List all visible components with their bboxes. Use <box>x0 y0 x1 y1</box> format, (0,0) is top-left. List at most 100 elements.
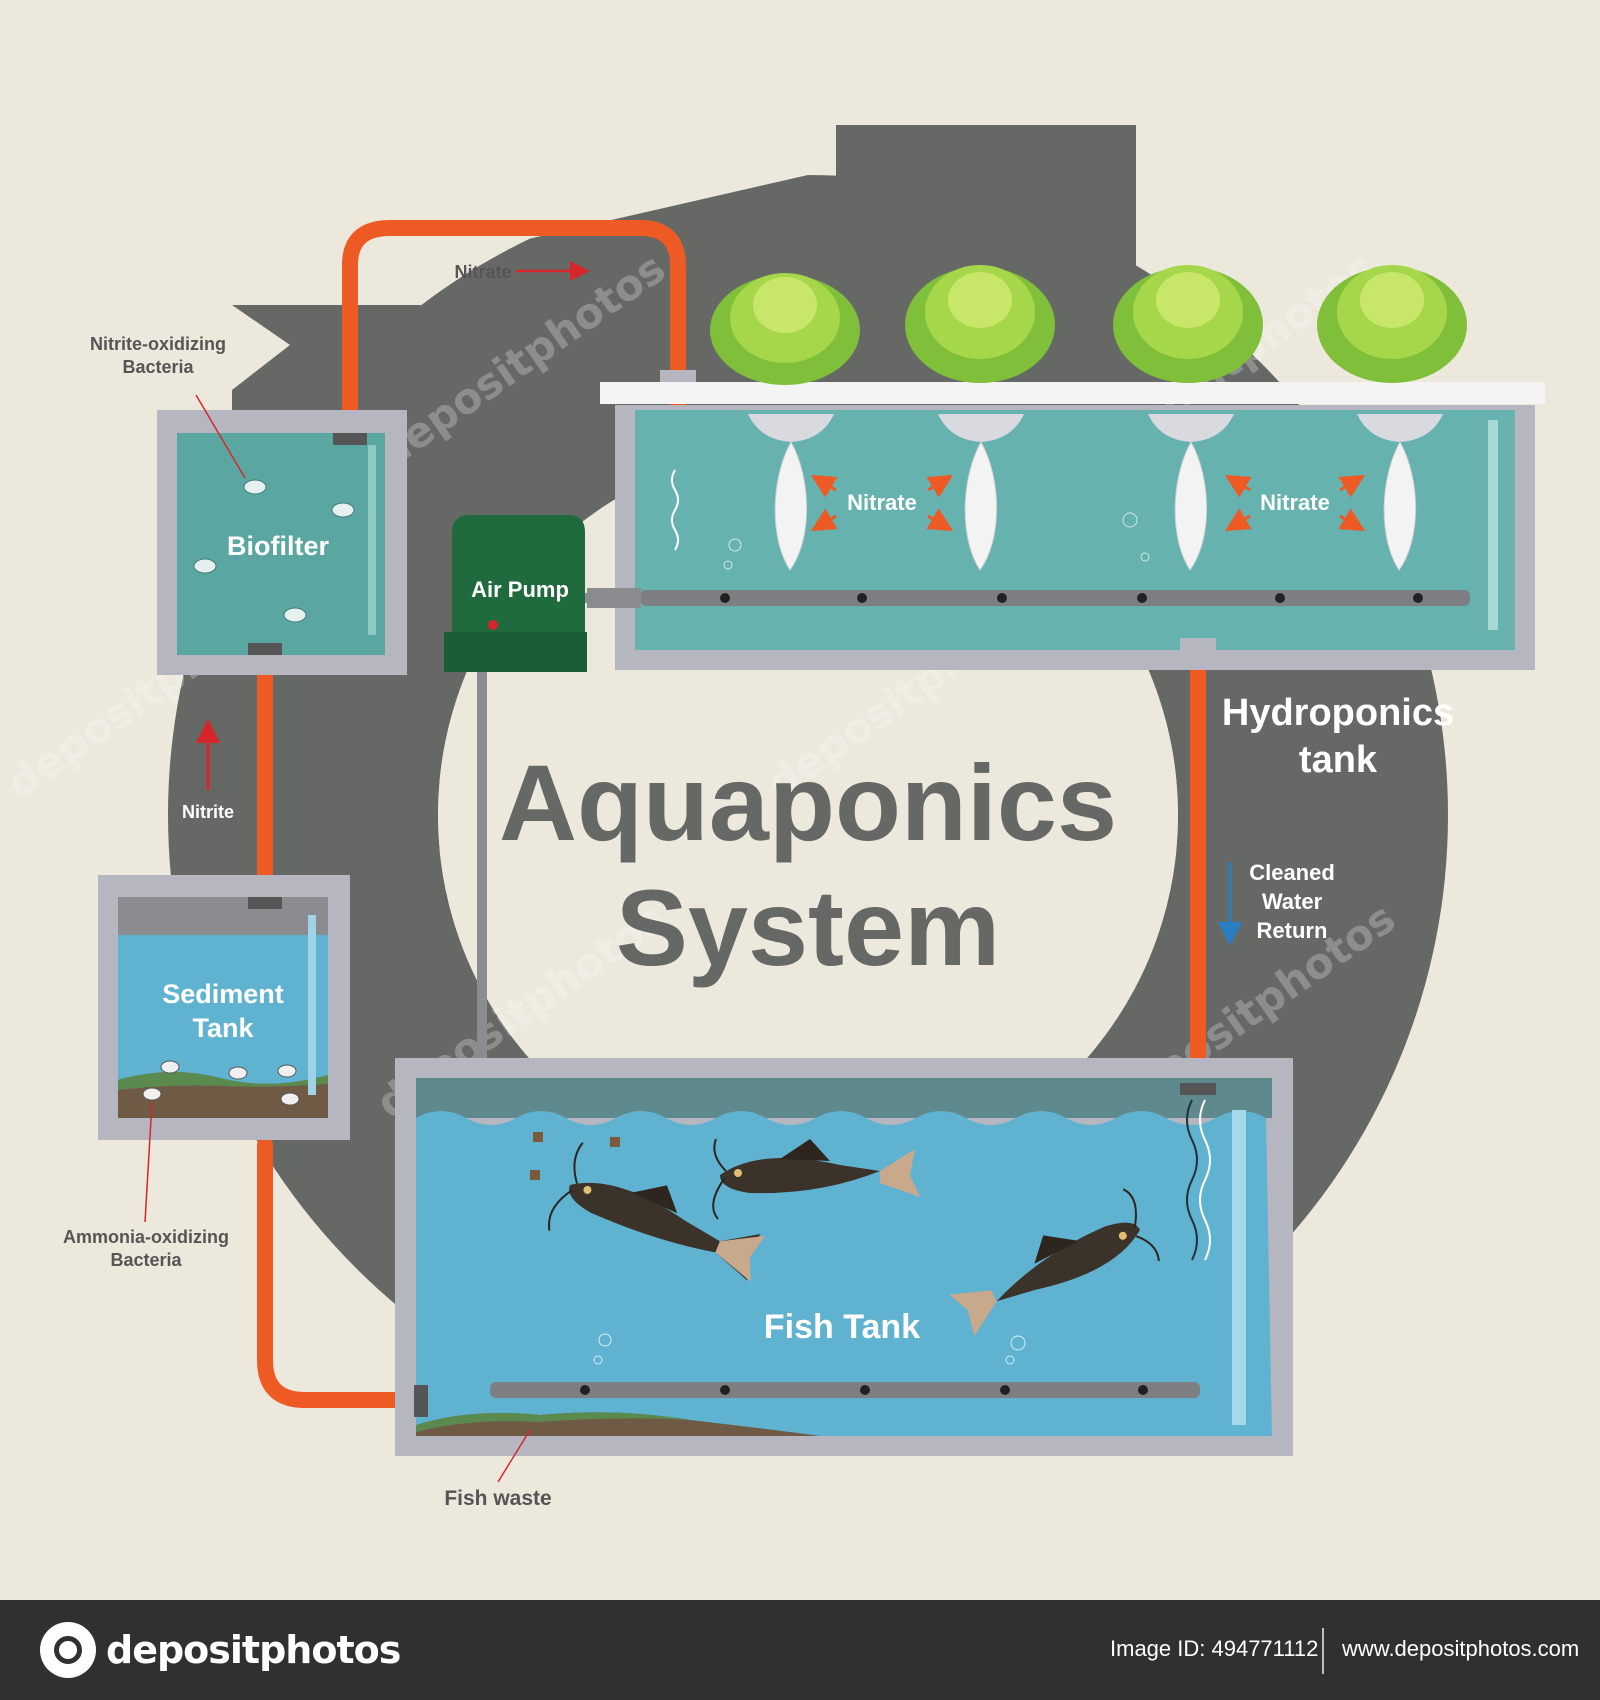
bacteria-cell <box>243 479 267 495</box>
fish-airstone-hole <box>580 1385 590 1395</box>
ammonia-bacteria-label-line1: Ammonia-oxidizing <box>63 1227 229 1247</box>
fish-tail <box>715 1235 766 1282</box>
fish-inlet-stream <box>1186 1099 1198 1261</box>
fish-fin <box>780 1139 830 1161</box>
bacteria-cell <box>280 1092 300 1106</box>
lettuce-core <box>948 272 1012 328</box>
bubble <box>723 560 733 570</box>
hydro-raft <box>600 382 1545 404</box>
net-pot-2 <box>938 414 1024 571</box>
fish-fin <box>1034 1235 1079 1264</box>
hydroponics-label-line1: Hydroponics <box>1222 692 1454 734</box>
fish-tail <box>949 1290 997 1336</box>
lettuce-1 <box>710 273 860 385</box>
fish-barbel <box>1122 1188 1160 1262</box>
fish-2 <box>712 1138 920 1220</box>
fish-food <box>530 1170 540 1180</box>
title-line2: System <box>616 867 1000 988</box>
hydro-airstone-hole <box>1137 593 1147 603</box>
biofilter-bottom-fitting <box>248 643 282 655</box>
nitrate-arrow <box>1224 474 1252 498</box>
hydro-airstone-hole <box>720 593 730 603</box>
lettuce-4 <box>1317 265 1467 383</box>
fish-tank-label: Fish Tank <box>764 1308 920 1346</box>
air-pump-connector <box>587 588 641 608</box>
air-pump-base <box>444 632 587 672</box>
fish-waste-leader <box>497 1429 531 1483</box>
fish-airstone-hole <box>720 1385 730 1395</box>
diagram-canvas: depositphotos depositphotos depositphoto… <box>0 0 1545 1510</box>
biofilter-top-fitting <box>333 433 367 445</box>
hydroponics-tank: Nitrate Nitrate <box>600 265 1545 670</box>
plant-roots <box>1383 440 1417 571</box>
nitrate-arrow <box>1338 508 1366 532</box>
fish-fin <box>631 1185 678 1214</box>
fish-tank-inlet-fitting <box>1180 1083 1216 1095</box>
ring-gap-left <box>0 305 230 520</box>
net-pot-cup <box>1357 414 1443 442</box>
hydro-airstone-hole <box>1275 593 1285 603</box>
bubble <box>593 1355 603 1365</box>
bacteria-cell <box>142 1087 162 1101</box>
camera-logo-icon <box>40 1622 96 1678</box>
hydro-shine <box>1488 420 1498 630</box>
cleaned-label-line3: Return <box>1257 918 1328 943</box>
plant-roots <box>964 440 998 571</box>
nitrate-arrow <box>810 474 838 498</box>
nitrate-arrow <box>1338 474 1366 498</box>
fish-body <box>996 1222 1140 1302</box>
fish-tank-shine <box>1232 1110 1246 1425</box>
nitrate-arrow <box>1224 508 1252 532</box>
title-line1: Aquaponics <box>499 742 1117 863</box>
fish-food <box>533 1132 543 1142</box>
brand-logo[interactable]: depositphotos <box>40 1622 401 1678</box>
net-pot-cup <box>938 414 1024 442</box>
bacteria-cell <box>331 502 355 518</box>
lettuce-core <box>753 277 817 333</box>
air-pump-light <box>488 620 498 630</box>
lettuce-plants <box>710 265 1467 385</box>
bubble <box>728 538 742 552</box>
bacteria-cell <box>228 1066 248 1080</box>
biofilter-water <box>177 433 385 655</box>
fish-barbel <box>547 1142 584 1231</box>
fish-waste-top <box>416 1412 690 1432</box>
fish-tank-outlet-fitting <box>414 1385 428 1417</box>
ammonia-bacteria-leader <box>144 1101 153 1223</box>
nitrite-label: Nitrite <box>182 802 234 822</box>
nitrite-bacteria-label-line2: Bacteria <box>122 357 194 377</box>
fish-body <box>569 1182 761 1281</box>
biofilter-label: Biofilter <box>227 531 329 561</box>
bubble <box>1122 512 1138 528</box>
fish-airstone-bar <box>490 1382 1200 1398</box>
fish-barbel <box>712 1138 727 1220</box>
nitrate-arrow <box>810 508 838 532</box>
bubble <box>1010 1335 1026 1351</box>
fish-airstone-hole <box>860 1385 870 1395</box>
net-pot-1 <box>748 414 834 571</box>
hydro-airstone-bar <box>640 590 1470 606</box>
cleaned-label-line2: Water <box>1262 889 1323 914</box>
sediment-tank: Sediment Tank <box>98 875 350 1140</box>
pipe-biofilter-to-hydro <box>342 220 686 473</box>
biofilter-tank: Biofilter <box>157 410 407 675</box>
plant-roots <box>774 440 808 571</box>
bacteria-cell <box>160 1060 180 1074</box>
lettuce-core <box>1360 272 1424 328</box>
sediment-top-fitting <box>248 897 282 909</box>
hydroponics-label-line2: tank <box>1299 739 1378 781</box>
biofilter-shine <box>368 445 376 635</box>
fish-tail <box>880 1149 920 1197</box>
hydro-airstone-hole <box>1413 593 1423 603</box>
site-url-link[interactable]: www.depositphotos.com <box>1342 1636 1580 1661</box>
sediment-label-line2: Tank <box>192 1013 254 1043</box>
ring-gap <box>0 0 836 305</box>
footer-bar: depositphotos Image ID: 494771112 www.de… <box>0 1600 1600 1700</box>
nitrate-left-label: Nitrate <box>847 490 917 515</box>
fish-tank: Fish Tank <box>395 1058 1293 1456</box>
fish-inlet-stream <box>1199 1099 1211 1261</box>
lettuce-core <box>1156 272 1220 328</box>
sediment-air <box>118 897 328 935</box>
air-pump-body <box>452 515 585 640</box>
